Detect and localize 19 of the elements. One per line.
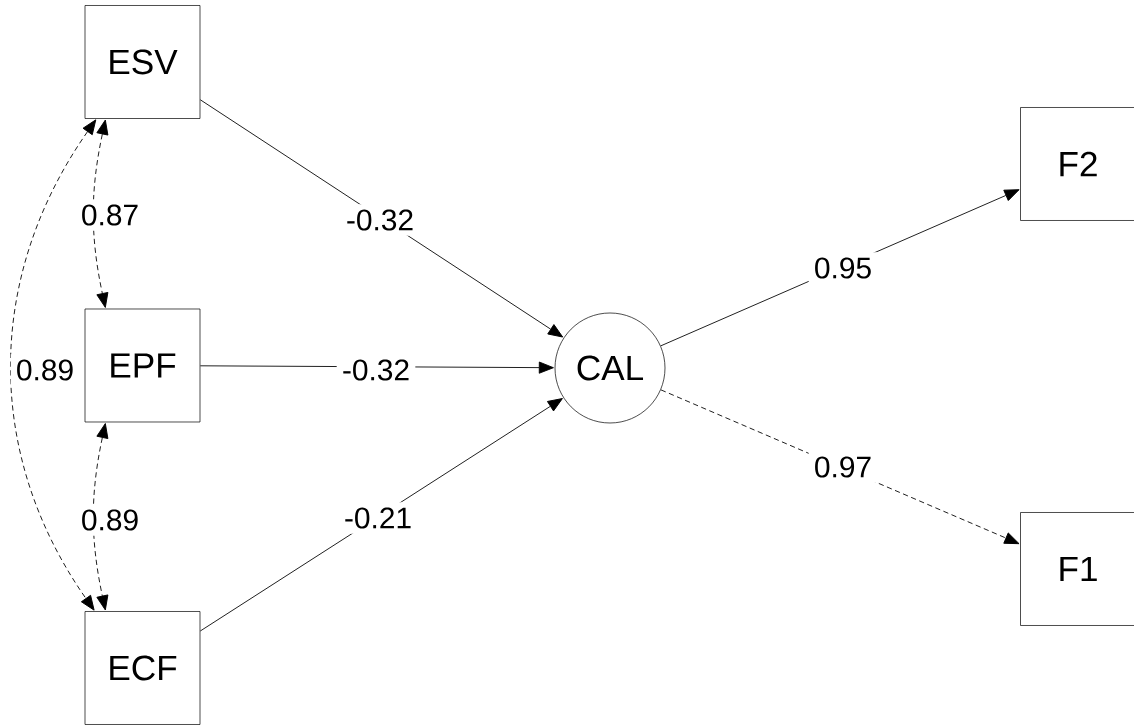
edge-label: 0.89 — [10, 354, 80, 386]
path-arrow — [199, 99, 564, 338]
variable-box: F2 — [1020, 107, 1134, 221]
variable-box: ESV — [84, 5, 201, 119]
variable-box: ECF — [84, 611, 201, 725]
edge-label: 0.97 — [808, 451, 878, 483]
edge-label: -0.32 — [340, 204, 420, 236]
covariance-arrow — [92, 119, 109, 308]
edge-label: 0.87 — [75, 199, 145, 231]
edge-label: 0.95 — [808, 252, 878, 284]
path-arrow — [199, 398, 563, 632]
variable-box: EPF — [84, 308, 201, 423]
edge-label: -0.32 — [336, 354, 416, 386]
covariance-arrow — [10, 119, 97, 611]
covariance-arrow — [92, 423, 109, 611]
path-arrow — [660, 389, 1020, 545]
edge-label: 0.89 — [75, 504, 145, 536]
variable-box: F1 — [1020, 512, 1134, 626]
edge-label: -0.21 — [338, 502, 418, 534]
